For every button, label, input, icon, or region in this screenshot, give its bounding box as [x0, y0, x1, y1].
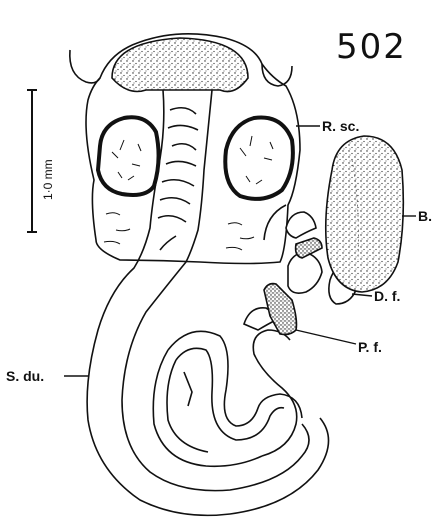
receptaculum-seminis-right	[225, 117, 293, 198]
label-d-f: D. f.	[374, 288, 400, 304]
penis-flagellum	[244, 212, 322, 335]
receptaculum-seminis-left	[98, 117, 159, 195]
label-p-f: P. f.	[358, 339, 382, 355]
receptacle-cup	[112, 38, 248, 92]
leader-d-f	[352, 294, 372, 296]
scale-label: 1·0 mm	[41, 159, 55, 200]
label-b: B.	[418, 208, 432, 224]
figure-number: 502	[336, 27, 407, 67]
coiled-tube	[153, 330, 302, 466]
scale-bar: 1·0 mm	[27, 90, 55, 232]
bursa-copulatrix	[326, 136, 404, 292]
label-s-du: S. du.	[6, 368, 44, 384]
label-r-sc: R. sc.	[322, 118, 359, 134]
leader-p-f	[296, 330, 356, 344]
